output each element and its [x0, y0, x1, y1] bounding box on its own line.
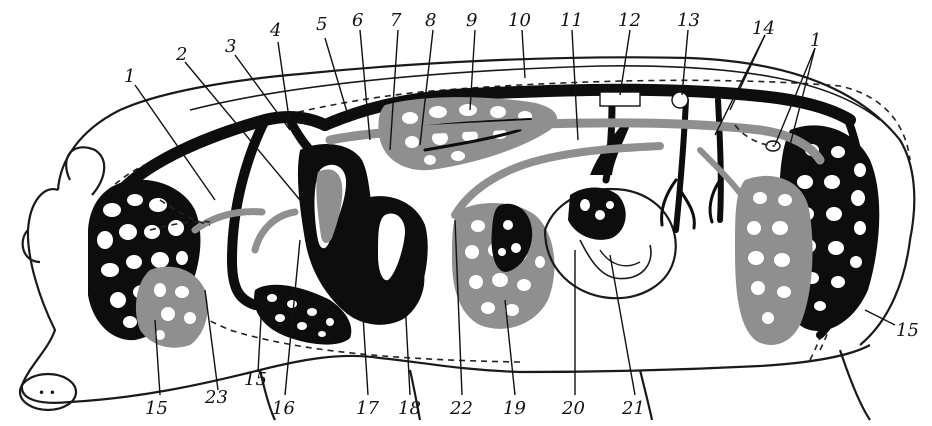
label-19: 19 [503, 398, 526, 419]
label-1-left: 1 [124, 66, 135, 87]
label-4: 4 [269, 20, 281, 41]
label-16: 16 [272, 398, 295, 419]
label-6: 6 [352, 10, 363, 31]
label-1-right: 1 [810, 30, 821, 51]
label-23: 23 [204, 387, 228, 408]
label-15-right: 15 [896, 320, 919, 341]
label-13: 13 [677, 10, 700, 31]
label-3: 3 [225, 36, 236, 57]
label-5: 5 [316, 14, 327, 35]
label-9: 9 [466, 10, 477, 31]
liver [452, 203, 554, 329]
label-18: 18 [398, 398, 421, 419]
svg-text:• •: • • [38, 386, 56, 400]
hindquarter-capillary-network [735, 125, 879, 345]
label-7: 7 [390, 10, 402, 31]
head-capillary-network [88, 180, 208, 348]
label-15-bottom-left: 15 [145, 398, 168, 419]
label-22: 22 [449, 398, 473, 419]
label-14: 14 [752, 18, 775, 39]
label-12: 12 [618, 10, 641, 31]
label-11: 11 [560, 10, 583, 31]
label-21: 21 [621, 398, 645, 419]
label-2: 2 [175, 44, 187, 65]
label-15-middle: 15 [244, 369, 267, 390]
label-20: 20 [561, 398, 585, 419]
label-17: 17 [356, 398, 379, 419]
label-10: 10 [508, 10, 531, 31]
label-8: 8 [425, 10, 436, 31]
intestinal-vessels [545, 100, 721, 298]
